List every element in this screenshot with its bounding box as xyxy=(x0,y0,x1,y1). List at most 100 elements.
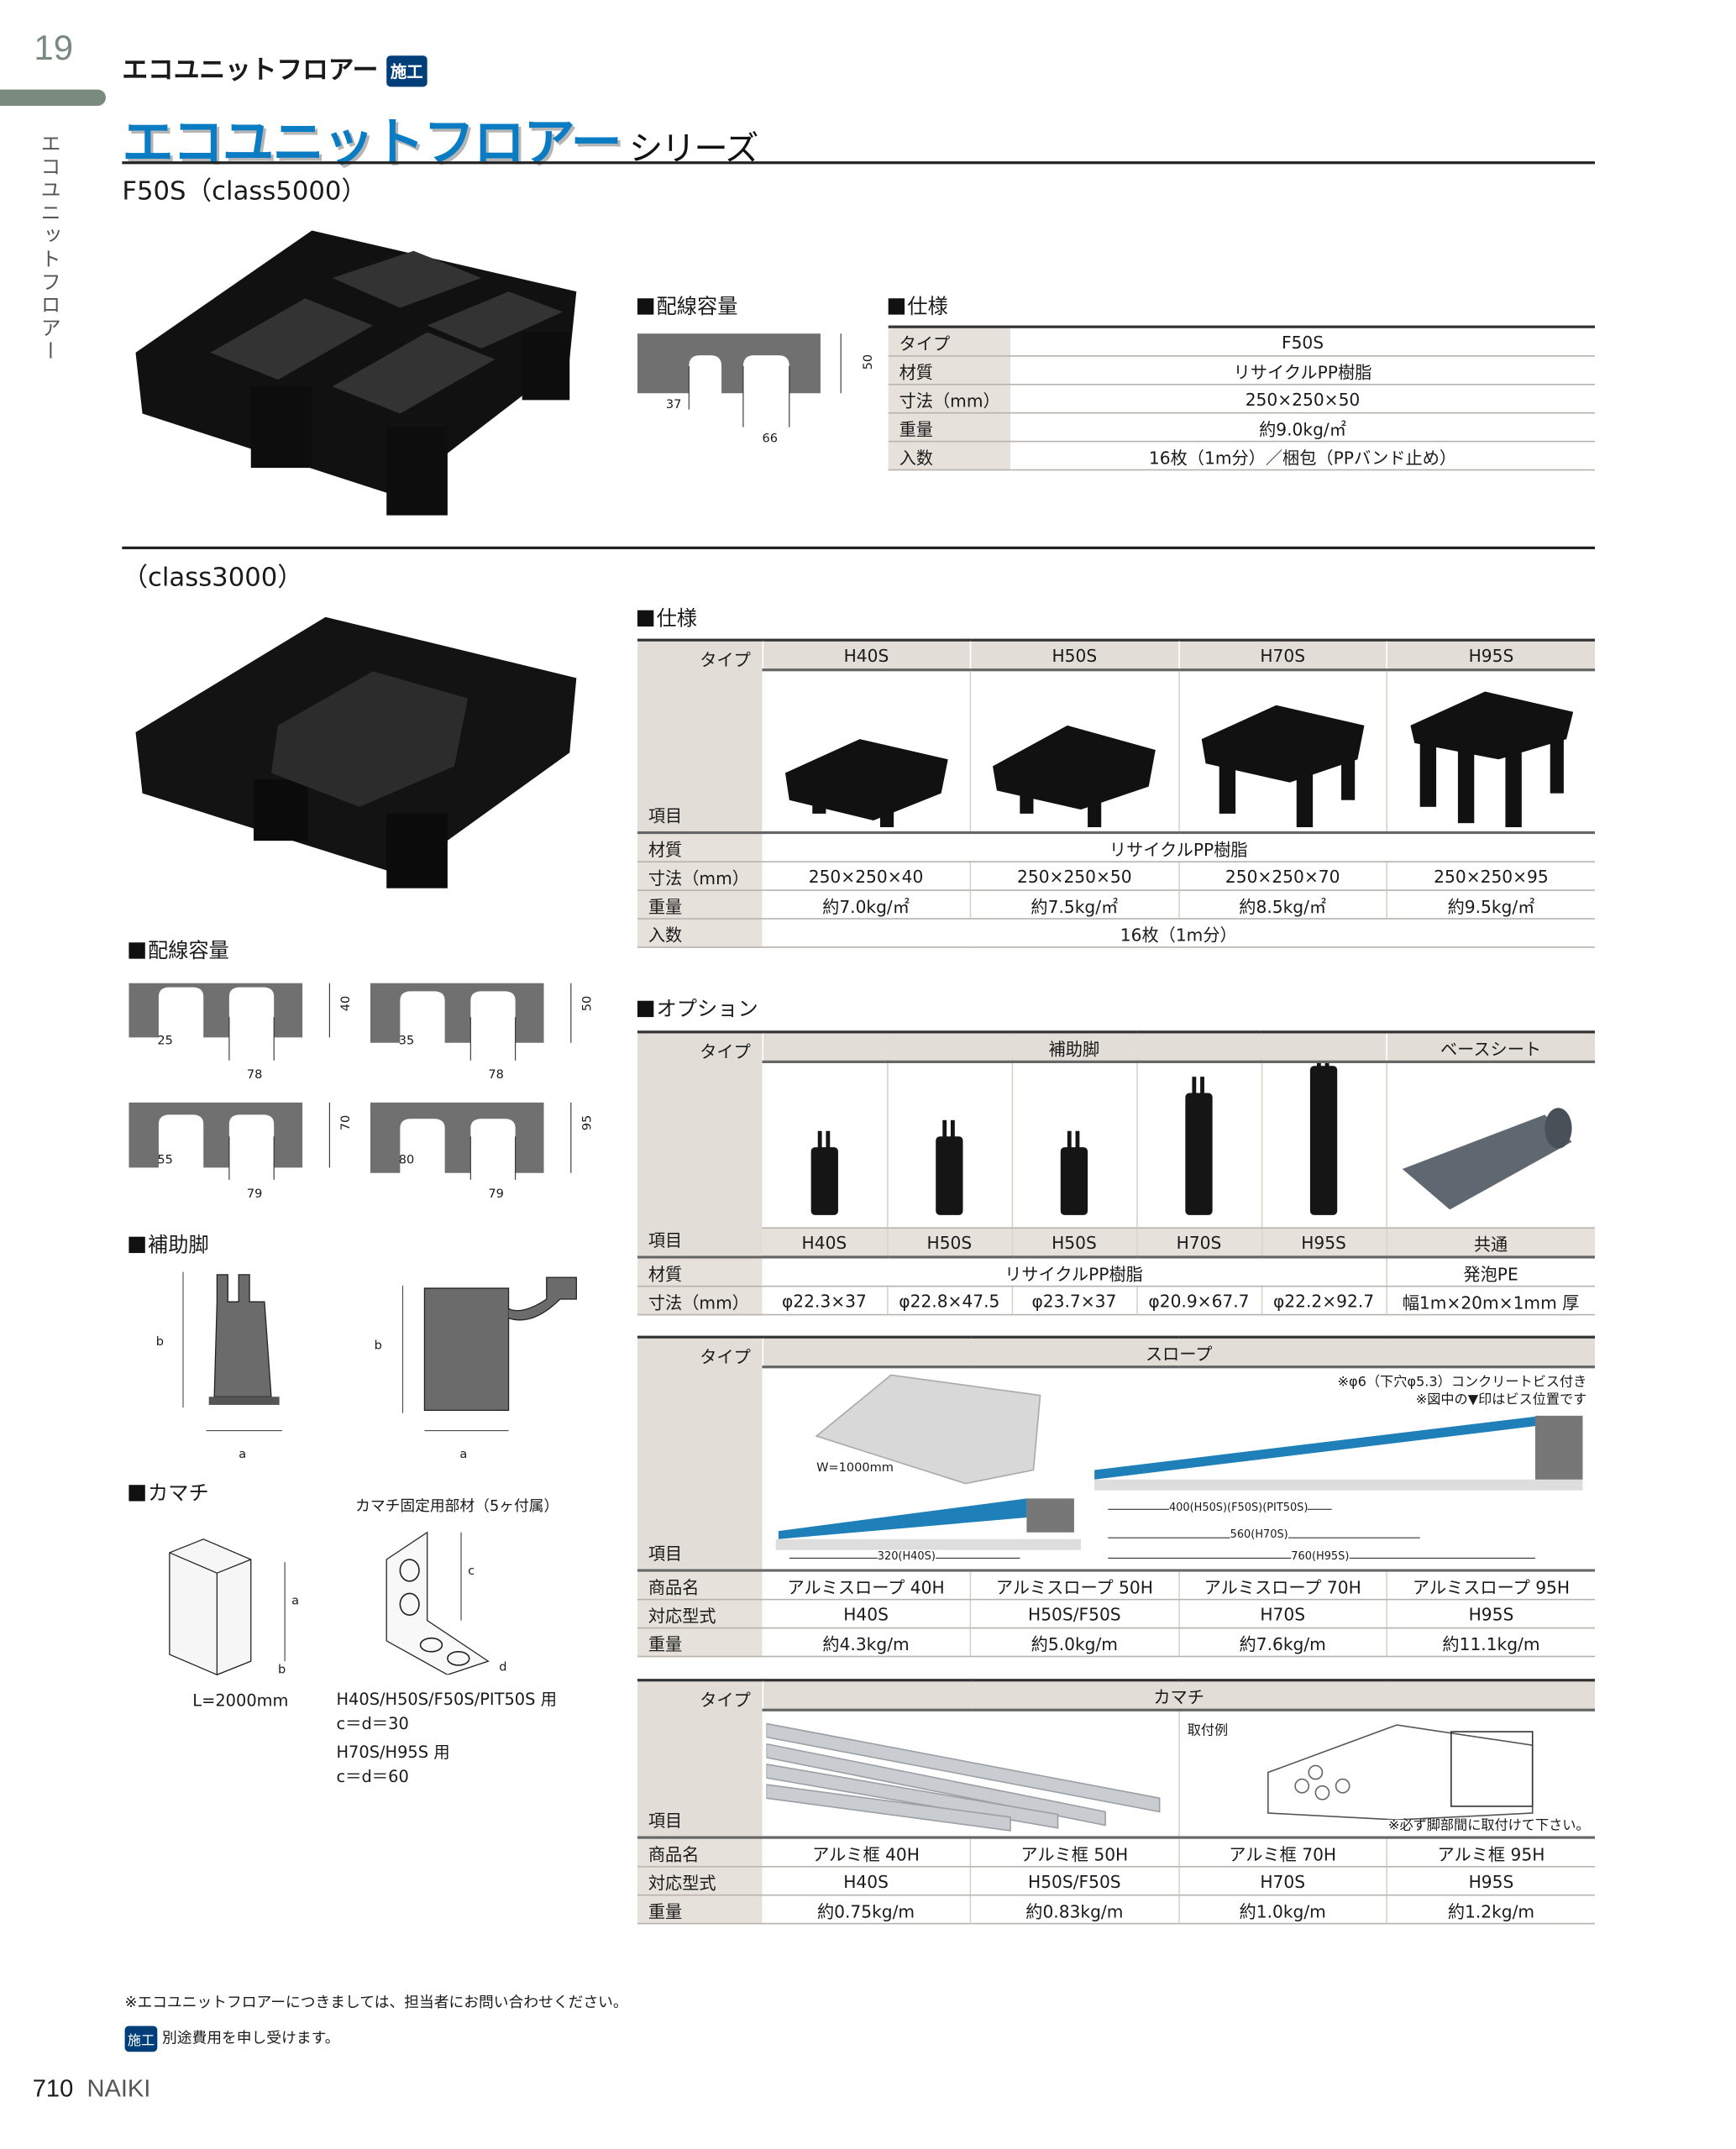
wiring-diagram-95 xyxy=(370,1102,572,1180)
slope-notes: ※φ6（下穴φ5.3）コンクリートビス付き※図中の▼印はビス位置です xyxy=(1337,1374,1587,1409)
size-value: φ22.2×92.7 xyxy=(1260,1286,1387,1316)
item-label: 項目 xyxy=(648,805,683,826)
f50s-wiring-height: 50 xyxy=(862,354,876,370)
row-value: 約7.5kg/㎡ xyxy=(969,890,1179,920)
size-value: φ22.3×37 xyxy=(762,1286,888,1316)
kamachi-dim-d: d xyxy=(499,1661,507,1675)
kamachi-dim-c: c xyxy=(468,1565,475,1579)
size-value: φ20.9×67.7 xyxy=(1135,1286,1261,1316)
f50s-wiring-title: 配線容量 xyxy=(637,291,738,320)
row-label: 材質 xyxy=(637,832,763,862)
item-label: 項目 xyxy=(648,1543,683,1564)
wiring-a: 80 xyxy=(398,1154,415,1168)
small-title: エコユニットフロアー施工 xyxy=(122,50,427,87)
h95s-image xyxy=(1386,669,1596,835)
section-number: 19 xyxy=(34,27,74,68)
footer-badge-note: 施工 別途費用を申し受けます。 xyxy=(124,2026,339,2052)
class3000-heading: （class3000） xyxy=(122,563,303,593)
row-value: 16枚（1m分） xyxy=(762,919,1596,948)
table-row: 重量約9.0kg/㎡ xyxy=(888,412,1596,443)
model-label: H40S xyxy=(762,1228,888,1259)
f50s-wiring-a: 37 xyxy=(665,398,682,412)
wiring-a: 25 xyxy=(157,1035,173,1049)
note-line: H70S/H95S 用 xyxy=(336,1743,450,1762)
row-label: 重量 xyxy=(637,890,763,920)
slope-image-cell: ※φ6（下穴φ5.3）コンクリートビス付き※図中の▼印はビス位置です W=100… xyxy=(762,1366,1596,1572)
size-value: 幅1m×20m×1mm 厚 xyxy=(1385,1286,1596,1316)
kamachi-frames-image xyxy=(762,1710,1179,1839)
page-footer: 710 NAIKI xyxy=(33,2075,151,2104)
row-value: アルミスロープ 70H xyxy=(1177,1570,1387,1601)
aux-leg-dim-a1: a xyxy=(239,1448,247,1462)
aux-leg-dim-b2: b xyxy=(374,1339,382,1354)
aux-leg-image xyxy=(1260,1049,1387,1229)
type-h50s: H50S xyxy=(969,638,1179,672)
kamachi-example-cell: 取付例 ※必ず脚部間に取付けて下さい。 xyxy=(1177,1710,1596,1839)
row-value: 250×250×40 xyxy=(762,862,971,891)
kamachi-length: L=2000mm xyxy=(192,1690,289,1711)
model-label: H50S xyxy=(1010,1228,1137,1259)
slope-dim-400: 400(H50S)(F50S)(PIT50S) xyxy=(1168,1501,1309,1514)
row-label: 重量 xyxy=(888,412,1011,443)
wiring-height: 50 xyxy=(581,995,595,1012)
row-value: 約9.5kg/㎡ xyxy=(1386,890,1596,920)
row-value: アルミ框 50H xyxy=(969,1837,1179,1868)
row-value: アルミ框 70H xyxy=(1177,1837,1387,1868)
row-label: 対応型式 xyxy=(637,1866,763,1896)
row-value: 約1.0kg/m xyxy=(1177,1895,1387,1925)
group-base-sheet: ベースシート xyxy=(1385,1030,1596,1064)
f50s-heading: F50S（class5000） xyxy=(122,176,368,207)
row-label: 寸法（mm） xyxy=(637,1286,763,1316)
item-label: 項目 xyxy=(648,1810,683,1831)
wiring-diagram-40 xyxy=(128,983,330,1061)
kamachi-example-drawing xyxy=(1267,1724,1533,1821)
row-value: 250×250×50 xyxy=(1010,384,1596,414)
row-label: タイプ xyxy=(888,327,1011,357)
note-line: c＝d＝60 xyxy=(336,1767,409,1786)
row-value: H50S/F50S xyxy=(969,1599,1179,1629)
construction-badge: 施工 xyxy=(124,2026,158,2052)
item-label: 項目 xyxy=(648,1229,683,1250)
kamachi-title: カマチ xyxy=(128,1478,209,1507)
wiring-b: 79 xyxy=(488,1187,504,1202)
type-label: タイプ xyxy=(700,649,751,670)
wiring-height: 95 xyxy=(581,1114,595,1131)
type-h40s: H40S xyxy=(761,638,971,672)
row-value: 約11.1kg/m xyxy=(1386,1627,1596,1658)
class3000-pallet-image xyxy=(135,616,577,888)
row-label: 入数 xyxy=(888,441,1011,471)
f50s-wiring-b: 66 xyxy=(762,432,779,447)
note-line: H40S/H50S/F50S/PIT50S 用 xyxy=(336,1690,557,1709)
model-label: H95S xyxy=(1260,1228,1387,1259)
row-value: H95S xyxy=(1386,1599,1596,1629)
row-value: 約8.5kg/㎡ xyxy=(1177,890,1387,920)
row-label: 入数 xyxy=(637,919,763,948)
type-label: タイプ xyxy=(700,1346,751,1367)
note-line: c＝d＝30 xyxy=(336,1714,409,1733)
aux-leg-dim-b1: b xyxy=(155,1335,164,1350)
row-value: アルミ框 40H xyxy=(762,1837,971,1868)
row-value: 約4.3kg/m xyxy=(762,1627,971,1658)
row-value: H70S xyxy=(1177,1599,1387,1629)
row-value: 250×250×50 xyxy=(969,862,1179,891)
group-kamachi: カマチ xyxy=(761,1679,1596,1711)
row-value: H40S xyxy=(762,1866,971,1896)
table-row: 寸法（mm）250×250×50 xyxy=(888,384,1596,414)
type-label: タイプ xyxy=(700,1041,751,1062)
kamachi-part-title: カマチ固定用部材（5ヶ付属） xyxy=(355,1496,559,1515)
row-value: H40S xyxy=(762,1599,971,1629)
row-value: アルミスロープ 40H xyxy=(762,1570,971,1601)
row-value: リサイクルPP樹脂 xyxy=(762,832,1596,862)
row-value: F50S xyxy=(1010,327,1596,357)
row-label: 商品名 xyxy=(637,1837,763,1868)
kamachi-dim-b: b xyxy=(278,1664,286,1678)
example-label: 取付例 xyxy=(1187,1723,1229,1739)
